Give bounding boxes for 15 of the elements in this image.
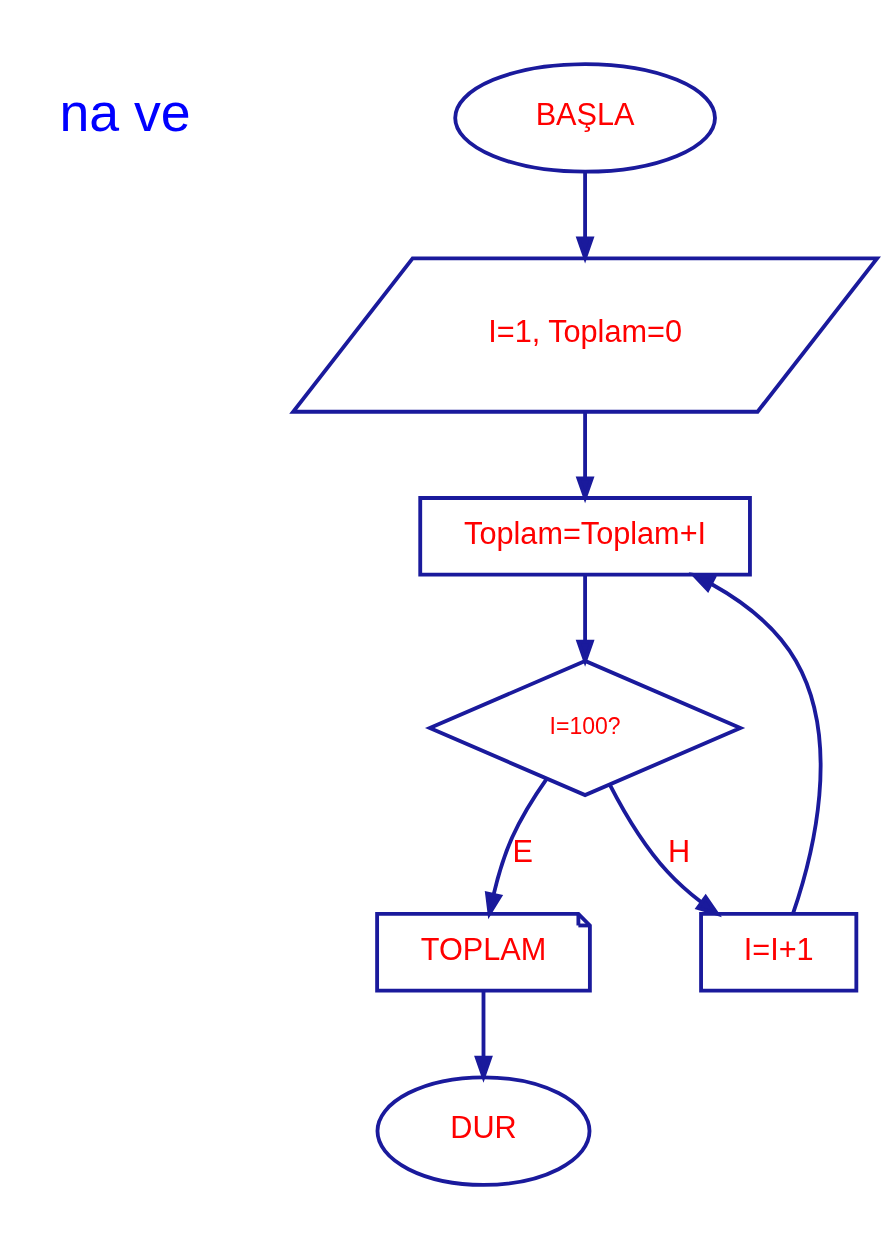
node-ellipse: BAŞLA [453, 62, 717, 174]
arrow [575, 575, 595, 667]
node-diamond: I=100? [425, 658, 746, 798]
node-ellipse: DUR [375, 1075, 592, 1187]
arrow [688, 572, 823, 915]
label: na ve [59, 82, 191, 143]
arrow [474, 991, 493, 1083]
edge-label: H [667, 833, 691, 868]
node-box: Toplam=Toplam+I [418, 496, 752, 577]
node-box: I=I+1 [699, 912, 859, 993]
edge-label: E [512, 833, 534, 868]
arrow [575, 172, 595, 264]
arrow [608, 783, 722, 918]
arrow [575, 412, 595, 504]
arrow [484, 777, 549, 920]
